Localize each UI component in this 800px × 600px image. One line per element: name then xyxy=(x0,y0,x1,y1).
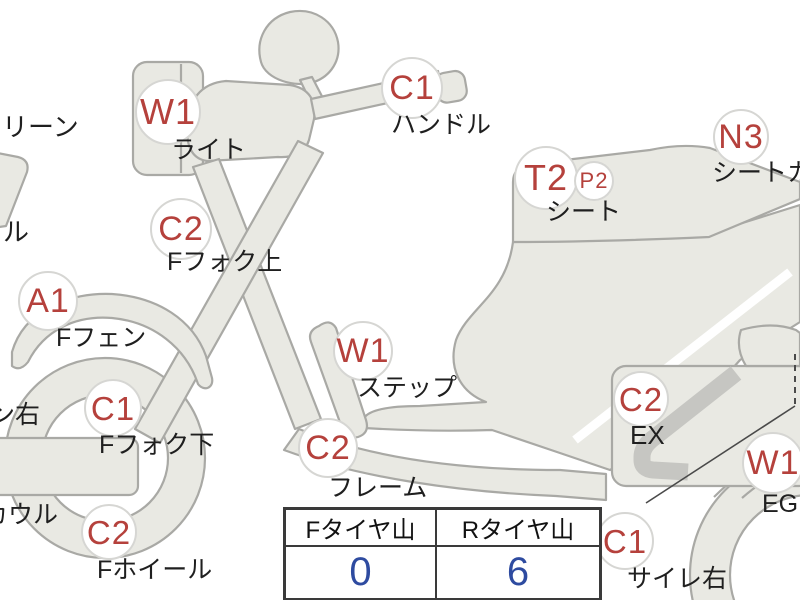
badge-light[interactable]: W1 xyxy=(135,79,201,145)
edge-label-screen: リーン xyxy=(2,112,79,142)
leader-line xyxy=(645,405,796,504)
badge-frame[interactable]: C2 xyxy=(298,418,358,478)
label-light: ライト xyxy=(171,136,247,164)
label-front-fender: Fフェン xyxy=(56,324,147,352)
floor-step-shape xyxy=(308,321,369,439)
windshield-fragment-shape xyxy=(0,152,29,228)
badge-front-wheel[interactable]: C2 xyxy=(81,504,137,560)
mirror-shape xyxy=(258,9,340,86)
badge-engine[interactable]: W1 xyxy=(742,432,800,494)
badge-seat-cowl[interactable]: N3 xyxy=(713,109,769,165)
badge-front-fork-upper[interactable]: C2 xyxy=(150,198,212,260)
tire-tread-table: Fタイヤ山 Rタイヤ山 0 6 xyxy=(283,507,602,600)
badge-seat[interactable]: T2 xyxy=(514,146,578,210)
badge-front-fender[interactable]: A1 xyxy=(18,271,78,331)
hub-plate-shape xyxy=(0,436,140,497)
label-silencer-right: サイレ右 xyxy=(627,565,728,593)
exhaust-pipe-shape xyxy=(633,366,742,481)
badge-silencer-right[interactable]: C1 xyxy=(596,512,654,570)
edge-label-cowl-clipped: ル xyxy=(3,217,30,247)
label-step: ステップ xyxy=(357,374,458,402)
label-engine: EG xyxy=(762,490,799,518)
label-frame: フレーム xyxy=(328,474,428,502)
rear-tire-header: Rタイヤ山 xyxy=(435,510,599,545)
front-tire-value[interactable]: 0 xyxy=(286,545,435,598)
edge-label-cowl: カウル xyxy=(0,501,59,529)
badge-seat-sub[interactable]: P2 xyxy=(574,161,614,201)
body-seam-stripe xyxy=(572,268,793,444)
label-seat-cowl: シートカ xyxy=(712,159,800,187)
badge-front-fork-lower[interactable]: C1 xyxy=(84,379,142,437)
badge-exhaust[interactable]: C2 xyxy=(613,371,669,427)
frame-rail-shape xyxy=(282,427,608,502)
label-exhaust: EX xyxy=(630,420,665,450)
label-handle: ハンドル xyxy=(391,111,492,139)
edge-label-right: ン右 xyxy=(0,401,41,429)
front-tire-header: Fタイヤ山 xyxy=(305,517,416,544)
rear-tire-value[interactable]: 6 xyxy=(435,545,599,598)
engine-cover-shape xyxy=(737,324,800,368)
label-front-fork-upper: Fフォク上 xyxy=(167,248,283,276)
label-seat: シート xyxy=(546,198,622,226)
badge-step[interactable]: W1 xyxy=(333,321,393,381)
label-front-fork-lower: Fフォク下 xyxy=(99,431,215,459)
label-front-wheel: Fホイール xyxy=(97,556,213,584)
rear-wheel-rim xyxy=(728,494,800,600)
badge-handle[interactable]: C1 xyxy=(381,57,443,119)
